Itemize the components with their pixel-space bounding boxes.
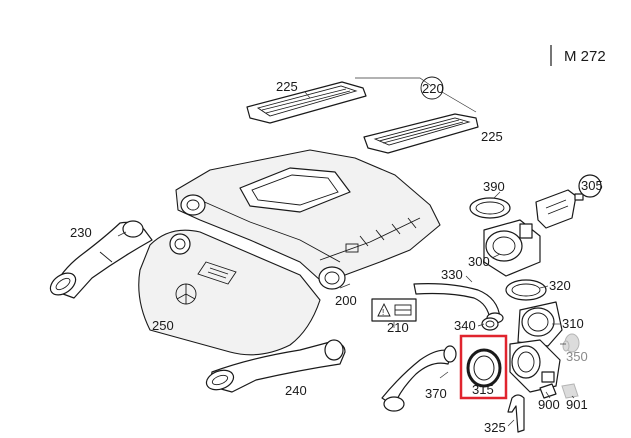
warning-label-sticker: ! [371, 298, 417, 322]
svg-text:!: ! [382, 308, 384, 317]
part-label-240: 240 [285, 383, 307, 398]
part-label-210: 210 [387, 320, 409, 335]
air-filter-element-lower [363, 113, 479, 154]
part-label-390: 390 [483, 179, 505, 194]
part-label-225-upper: 225 [276, 79, 298, 94]
part-label-225-lower: 225 [481, 129, 503, 144]
part-label-340: 340 [454, 318, 476, 333]
part-label-900: 900 [538, 397, 560, 412]
model-label: M 272 [564, 48, 606, 65]
part-label-200: 200 [335, 293, 357, 308]
actuator-305 [535, 189, 584, 229]
part-label-901: 901 [566, 397, 588, 412]
seal-ring-390 [469, 197, 511, 219]
part-label-305: 305 [581, 178, 603, 193]
housing-900 [509, 339, 561, 399]
part-350-greyed [562, 333, 580, 353]
throttle-housing-300 [483, 219, 541, 277]
hose-370 [381, 345, 457, 412]
fitting-340 [481, 317, 499, 331]
part-label-315: 315 [472, 382, 494, 397]
part-901-greyed [561, 383, 579, 399]
part-label-250: 250 [152, 318, 174, 333]
part-label-220: 220 [422, 81, 444, 96]
callout-circle-220 [420, 76, 444, 100]
seal-ring-320 [505, 279, 547, 301]
highlight-box-315 [459, 334, 508, 400]
part-label-370: 370 [425, 386, 447, 401]
seal-ring-315 [466, 348, 502, 388]
intake-duct-left [49, 220, 153, 299]
air-filter-element-upper [246, 81, 367, 124]
part-label-230: 230 [70, 225, 92, 240]
air-cleaner-housing [175, 149, 441, 290]
part-label-330: 330 [441, 267, 463, 282]
clip-325 [507, 394, 525, 433]
part-label-320: 320 [549, 278, 571, 293]
part-label-350: 350 [566, 349, 588, 364]
part-label-325: 325 [484, 420, 506, 435]
part-label-310: 310 [562, 316, 584, 331]
throttle-body-310 [517, 301, 563, 347]
engine-cover [138, 229, 321, 356]
part-label-300: 300 [468, 254, 490, 269]
callout-circle-305 [578, 174, 602, 198]
intake-duct-lower [205, 339, 346, 393]
